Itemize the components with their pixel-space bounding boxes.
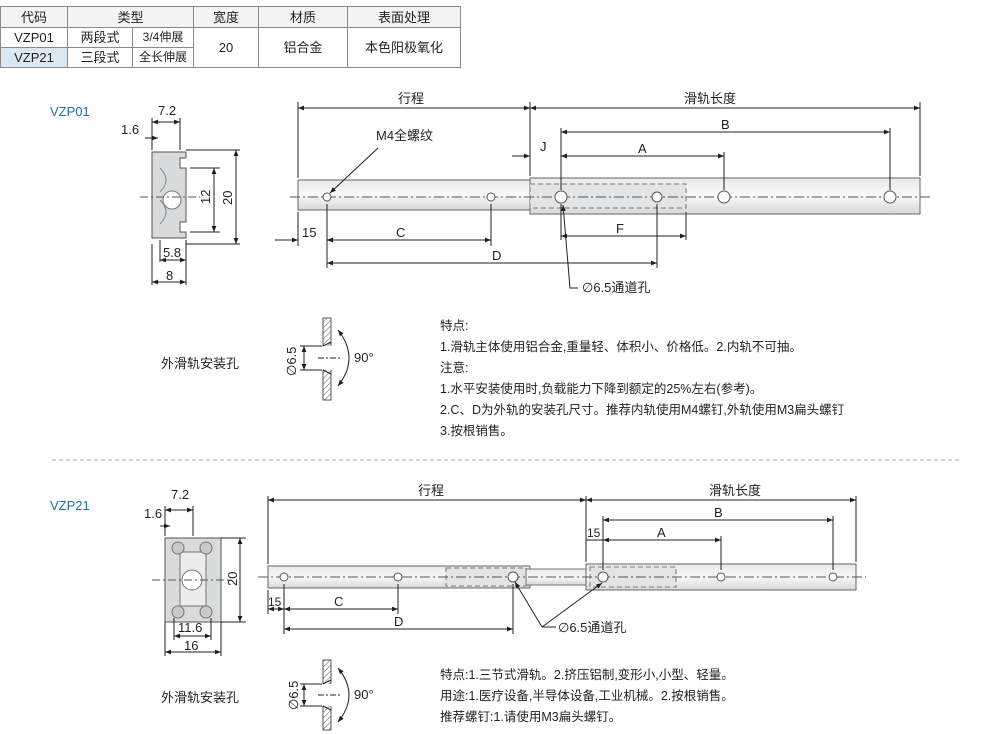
dim-w-left: 1.6 bbox=[144, 506, 162, 521]
model-label-vzp21: VZP21 bbox=[50, 498, 90, 513]
model-label-vzp01: VZP01 bbox=[50, 104, 90, 119]
dim-j: J bbox=[540, 139, 547, 154]
dim-rail-length: 滑轨长度 bbox=[684, 91, 736, 106]
mount-hole-label: 外滑轨安装孔 bbox=[161, 690, 239, 705]
dim-15: 15 bbox=[268, 595, 282, 609]
countersink-detail-vzp01 bbox=[300, 317, 350, 401]
dim-h-inner: 12 bbox=[198, 190, 213, 204]
cell-material: 铝合金 bbox=[258, 27, 348, 68]
th-surface: 表面处理 bbox=[347, 6, 461, 28]
cell-stages: 两段式 bbox=[67, 27, 133, 48]
usage-line: 用途:1.医疗设备,半导体设备,工业机械。2.按根销售。 bbox=[440, 689, 734, 703]
dim-w-bottom: 5.8 bbox=[163, 245, 181, 260]
angle-label: 90° bbox=[354, 350, 374, 365]
dim-h-total: 20 bbox=[225, 572, 240, 586]
th-type: 类型 bbox=[67, 6, 194, 28]
dim-d: D bbox=[492, 248, 501, 263]
caution-line: 2.C、D为外轨的安装孔尺寸。推荐内轨使用M4螺钉,外轨使用M3扁头螺钉 bbox=[440, 403, 845, 417]
through-hole-label: ∅6.5通道孔 bbox=[558, 620, 626, 635]
dim-c: C bbox=[334, 594, 343, 609]
dim-w-top: 7.2 bbox=[158, 103, 176, 118]
spec-table: 代码 类型 宽度 材质 表面处理 VZP01 两段式 3/4伸展 20 铝合金 … bbox=[0, 6, 461, 68]
cell-ext: 全长伸展 bbox=[132, 47, 194, 68]
feature-line: 1.滑轨主体使用铝合金,重量轻、体积小、价格低。2.内轨不可抽。 bbox=[440, 340, 802, 354]
dim-f: F bbox=[616, 221, 624, 236]
dim-w-bottom: 11.6 bbox=[178, 620, 202, 635]
hole-dia-label: ∅6.5 bbox=[284, 347, 299, 376]
cell-width: 20 bbox=[193, 27, 259, 68]
notes-vzp21: 特点:1.三节式滑轨。2.挤压铝制,变形小,小型、轻量。 用途:1.医疗设备,半… bbox=[440, 665, 734, 728]
th-width: 宽度 bbox=[193, 6, 259, 28]
feature-line: 特点:1.三节式滑轨。2.挤压铝制,变形小,小型、轻量。 bbox=[440, 668, 734, 682]
angle-label: 90° bbox=[354, 687, 374, 702]
cell-code: VZP21 bbox=[0, 47, 68, 68]
dim-w-left: 1.6 bbox=[121, 122, 139, 137]
through-hole-label: ∅6.5通道孔 bbox=[582, 280, 650, 295]
side-view-vzp01 bbox=[275, 102, 930, 289]
side-view-vzp21 bbox=[258, 496, 866, 634]
dim-h-total: 20 bbox=[220, 191, 235, 205]
mount-hole-label: 外滑轨安装孔 bbox=[161, 356, 239, 371]
notes-vzp01: 特点: 1.滑轨主体使用铝合金,重量轻、体积小、价格低。2.内轨不可抽。 注意:… bbox=[440, 316, 844, 442]
m4-thread-label: M4全螺纹 bbox=[376, 128, 433, 143]
dim-w-top: 7.2 bbox=[171, 487, 189, 502]
features-title: 特点: bbox=[440, 319, 469, 333]
screw-line: 推荐螺钉:1.请使用M3扁头螺钉。 bbox=[440, 710, 622, 724]
caution-line: 1.水平安装使用时,负载能力下降到额定的25%左右(参考)。 bbox=[440, 382, 763, 396]
dim-a: A bbox=[638, 141, 647, 156]
section-view-vzp01 bbox=[140, 118, 240, 285]
dim-b: B bbox=[721, 117, 730, 132]
dim-w-total: 16 bbox=[184, 638, 198, 653]
dim-a: A bbox=[657, 525, 666, 540]
dim-stroke: 行程 bbox=[398, 91, 424, 106]
dim-d: D bbox=[394, 614, 403, 629]
dim-w-total: 8 bbox=[166, 268, 173, 283]
hole-dia-label: ∅6.5 bbox=[286, 681, 301, 710]
th-code: 代码 bbox=[0, 6, 68, 28]
dim-rail-length: 滑轨长度 bbox=[709, 483, 761, 498]
dim-15-top: 15 bbox=[587, 526, 601, 540]
caution-line: 3.按根销售。 bbox=[440, 424, 513, 438]
cell-surface: 本色阳极氧化 bbox=[347, 27, 461, 68]
dim-c: C bbox=[396, 225, 405, 240]
section-view-vzp21 bbox=[152, 506, 246, 656]
dim-b: B bbox=[714, 505, 723, 520]
cell-ext: 3/4伸展 bbox=[132, 27, 194, 48]
caution-title: 注意: bbox=[440, 361, 469, 375]
dim-15: 15 bbox=[302, 225, 316, 240]
cell-stages: 三段式 bbox=[67, 47, 133, 68]
dim-stroke: 行程 bbox=[418, 483, 444, 498]
countersink-detail-vzp21 bbox=[300, 659, 350, 731]
